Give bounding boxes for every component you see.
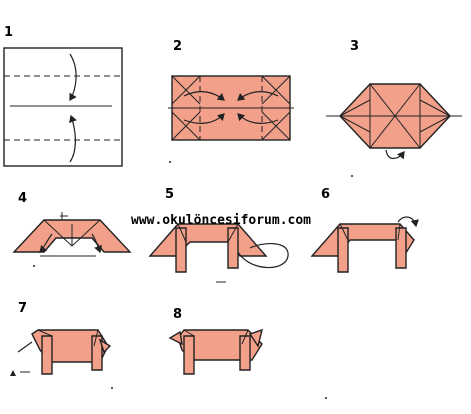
step-7-number: 7 <box>18 301 27 316</box>
step-1: 1 <box>3 25 123 167</box>
step-2-number: 2 <box>173 39 182 54</box>
watermark: www.okulöncesiforum.com <box>131 213 311 228</box>
step-5-number: 5 <box>165 187 174 202</box>
step-1-number: 1 <box>4 25 13 40</box>
step-5-body <box>148 223 268 257</box>
step-5: 5 <box>148 187 289 283</box>
step-7: 7 <box>10 301 112 376</box>
step-2: 2 <box>168 39 294 163</box>
step-8-number: 8 <box>173 307 182 322</box>
step-4: 4 <box>12 191 132 267</box>
step-4-number: 4 <box>18 191 27 206</box>
step-6-number: 6 <box>321 187 330 202</box>
step-1-square <box>3 47 123 167</box>
step-6: 6 <box>310 187 419 273</box>
step-3: 3 <box>326 39 462 177</box>
step-8: 8 <box>168 307 263 375</box>
step-3-number: 3 <box>350 39 359 54</box>
